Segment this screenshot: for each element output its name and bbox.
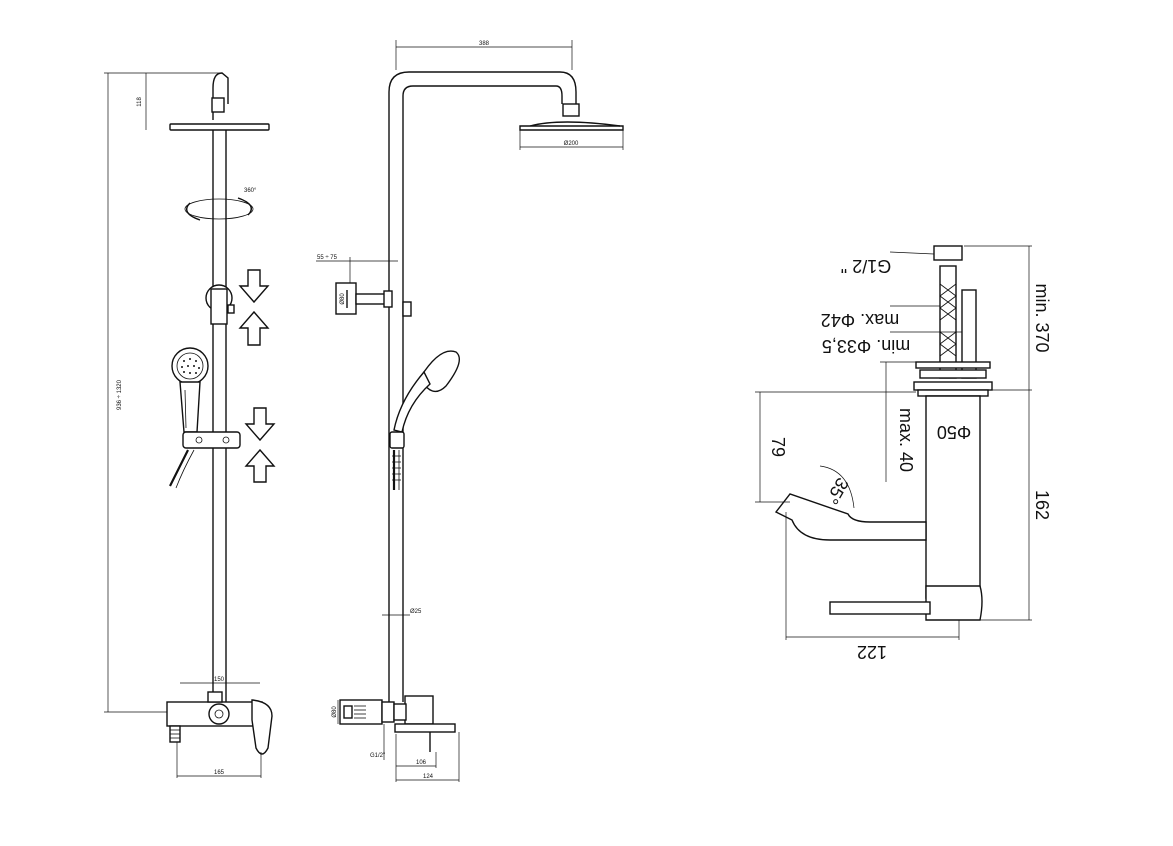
slider-holder — [182, 431, 241, 449]
spout-124-label: 124 — [423, 774, 434, 780]
overhead-shower-head — [169, 123, 270, 131]
thermostatic-mixer — [166, 691, 273, 755]
rotation-label: 360° — [244, 188, 257, 194]
slider-up-arrow-icon — [244, 448, 276, 483]
shower-hose — [169, 449, 189, 487]
bracket-diameter-label: Ø80 — [340, 293, 346, 305]
slider-down-arrow-icon — [244, 407, 276, 442]
bracket-range-label: 55 ÷ 75 — [317, 255, 338, 261]
side-mixer — [339, 695, 456, 752]
hole-min-label: min. Φ33,5 — [822, 336, 910, 356]
mixer-diameter-label: Ø80 — [332, 706, 338, 718]
spout-reach-label: 122 — [857, 642, 887, 662]
mixer-width-label: 150 — [214, 677, 225, 683]
height-range-label: 936 ÷ 1320 — [117, 379, 123, 410]
front-view: 936 ÷ 1320 118 360° — [104, 72, 276, 778]
thread-label: G1/2 " — [841, 256, 891, 276]
spout-height-label: 79 — [768, 437, 788, 457]
body-diameter-label: Φ50 — [937, 422, 971, 442]
head-offset-label: 118 — [137, 97, 143, 107]
side-wall-bracket — [335, 282, 357, 315]
hose-min-label: min. 370 — [1032, 283, 1052, 352]
side-shower-head — [519, 125, 624, 131]
inlet-label: G1/2" — [370, 753, 385, 759]
slide-down-arrow-icon — [238, 269, 270, 304]
hand-shower — [171, 347, 209, 433]
arm-length-label: 388 — [479, 41, 490, 47]
head-diameter-label: Ø200 — [564, 141, 579, 147]
basin-mixer-view: G1/2 " max. Φ42 min. Φ33,5 max. 40 Φ50 7… — [755, 245, 1052, 662]
slide-up-arrow-icon — [238, 310, 270, 346]
side-hand-shower — [389, 350, 460, 449]
spout-106-label: 106 — [416, 760, 427, 766]
hole-max-label: max. Φ42 — [821, 310, 899, 330]
rotation-icon: 360° — [184, 188, 257, 221]
body-height-label: 162 — [1032, 490, 1052, 520]
angle-label: 35° — [822, 474, 853, 508]
deck-max-label: max. 40 — [896, 408, 916, 472]
lever-handle — [829, 601, 931, 615]
thread-connector — [933, 245, 963, 261]
side-view: 388 Ø200 55 ÷ 75 Ø80 — [316, 40, 624, 782]
rail-diameter-label: Ø25 — [410, 609, 422, 615]
mixer-base-label: 165 — [214, 770, 225, 776]
spout — [774, 493, 927, 541]
